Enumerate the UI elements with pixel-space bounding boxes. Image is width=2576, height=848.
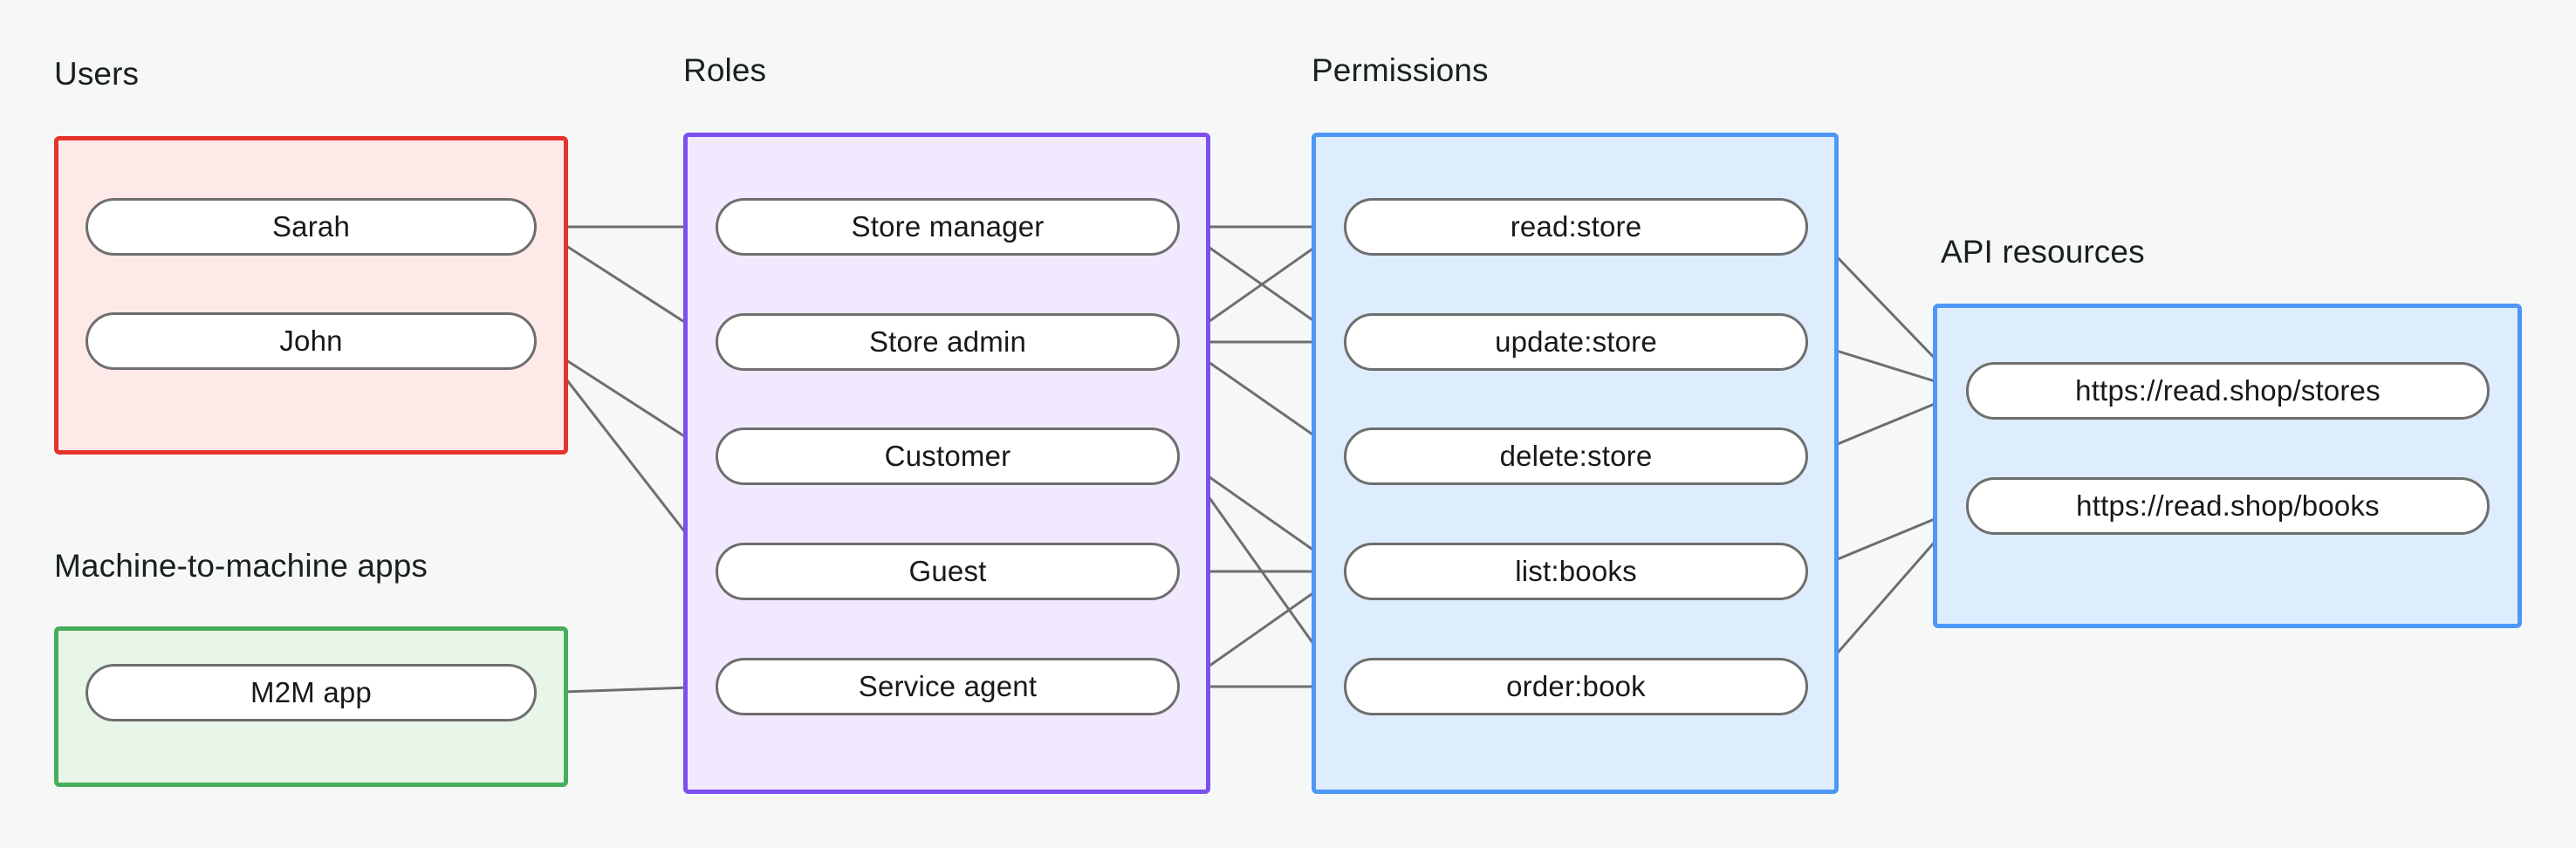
node-store-admin[interactable]: Store admin	[716, 313, 1180, 371]
node-update-store[interactable]: update:store	[1344, 313, 1808, 371]
node-label-read-store: read:store	[1510, 210, 1642, 243]
node-label-customer: Customer	[884, 440, 1011, 472]
node-label-m2m-app: M2M app	[250, 676, 372, 708]
node-label-stores-url: https://read.shop/stores	[2075, 374, 2381, 407]
group-title-users: Users	[54, 56, 140, 92]
node-customer[interactable]: Customer	[716, 427, 1180, 485]
node-label-update-store: update:store	[1495, 325, 1657, 358]
node-label-service-agent: Service agent	[858, 670, 1038, 702]
node-sarah[interactable]: Sarah	[86, 198, 537, 256]
node-label-delete-store: delete:store	[1499, 440, 1653, 472]
node-stores-url[interactable]: https://read.shop/stores	[1966, 362, 2490, 420]
node-john[interactable]: John	[86, 312, 537, 370]
group-title-permissions: Permissions	[1312, 52, 1489, 88]
node-label-store-manager: Store manager	[851, 210, 1045, 243]
group-box-api-resources	[1933, 304, 2522, 628]
node-list-books[interactable]: list:books	[1344, 543, 1808, 600]
node-label-order-book: order:book	[1506, 670, 1646, 702]
node-label-books-url: https://read.shop/books	[2076, 489, 2380, 522]
node-label-sarah: Sarah	[271, 210, 351, 243]
group-title-m2m: Machine-to-machine apps	[54, 548, 428, 584]
node-label-store-admin: Store admin	[868, 325, 1027, 358]
node-m2m-app[interactable]: M2M app	[86, 664, 537, 721]
node-read-store[interactable]: read:store	[1344, 198, 1808, 256]
group-title-api-resources: API resources	[1941, 234, 2145, 270]
node-store-manager[interactable]: Store manager	[716, 198, 1180, 256]
group-box-users	[54, 136, 568, 455]
node-label-john: John	[279, 325, 343, 357]
node-delete-store[interactable]: delete:store	[1344, 427, 1808, 485]
node-books-url[interactable]: https://read.shop/books	[1966, 477, 2490, 535]
node-label-list-books: list:books	[1515, 555, 1637, 587]
group-title-roles: Roles	[683, 52, 767, 88]
node-service-agent[interactable]: Service agent	[716, 658, 1180, 715]
node-label-guest: Guest	[908, 555, 987, 587]
node-guest[interactable]: Guest	[716, 543, 1180, 600]
node-order-book[interactable]: order:book	[1344, 658, 1808, 715]
